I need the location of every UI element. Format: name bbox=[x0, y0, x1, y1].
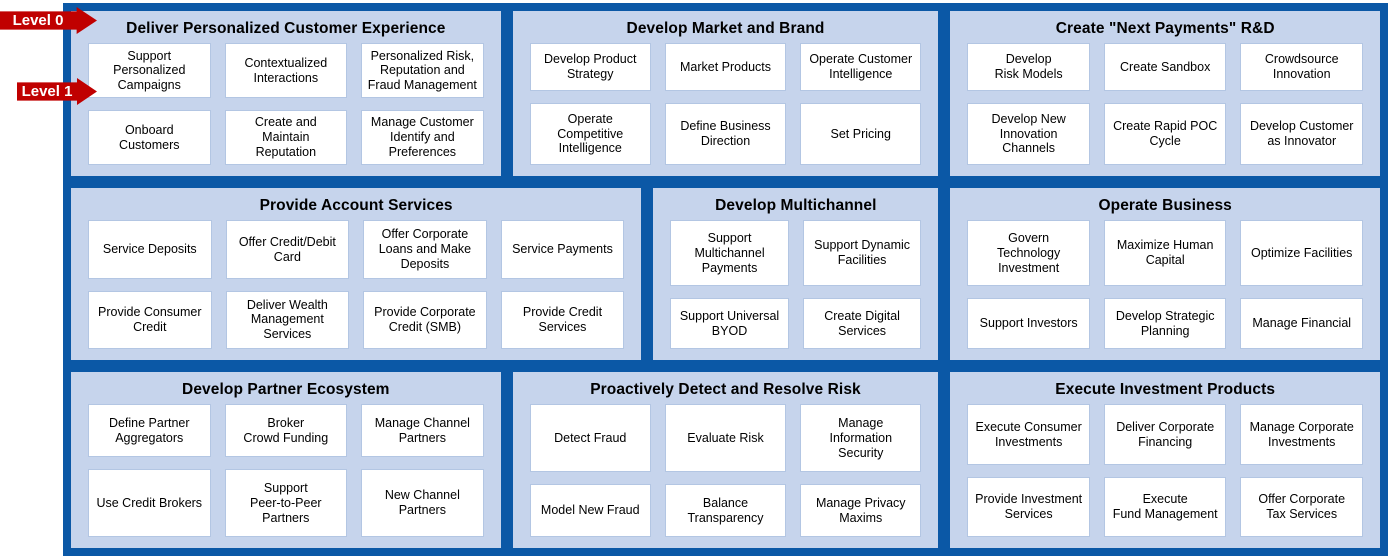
capability-card: Provide Consumer Credit bbox=[88, 290, 212, 349]
capability-card: Set Pricing bbox=[800, 102, 922, 165]
capability-card: Manage Information Security bbox=[800, 404, 922, 473]
map-row-1: Deliver Personalized Customer Experience… bbox=[65, 5, 1386, 182]
panel-cards: Develop Risk Models Create Sandbox Crowdso… bbox=[950, 43, 1380, 176]
capability-card: Manage Channel Partners bbox=[361, 404, 484, 458]
panel-title: Deliver Personalized Customer Experience bbox=[126, 20, 446, 37]
capability-card: Support Dynamic Facilities bbox=[802, 220, 922, 287]
panel-create-next-payments-rd: Create "Next Payments" R&D Develop Risk … bbox=[944, 5, 1386, 182]
panel-develop-partner-ecosystem: Develop Partner Ecosystem Define Partner… bbox=[65, 366, 507, 554]
capability-card: Evaluate Risk bbox=[664, 404, 787, 473]
capability-card: New Channel Partners bbox=[361, 469, 484, 537]
capability-card: Service Payments bbox=[500, 220, 625, 279]
capability-card: Create Rapid POC Cycle bbox=[1103, 102, 1227, 165]
capability-card: Service Deposits bbox=[88, 220, 212, 279]
panel-title: Develop Market and Brand bbox=[626, 20, 825, 37]
panel-title: Develop Partner Ecosystem bbox=[182, 381, 390, 398]
capability-card: Develop Strategic Planning bbox=[1103, 298, 1227, 349]
capability-card: Offer Corporate Tax Services bbox=[1240, 476, 1363, 537]
map-row-2: Provide Account Services Service Deposit… bbox=[65, 182, 1386, 366]
capability-card: Execute Fund Management bbox=[1103, 476, 1227, 537]
capability-card: Deliver Wealth Management Services bbox=[225, 290, 350, 349]
capability-card: Support Personalized Campaigns bbox=[88, 43, 211, 99]
capability-card: Offer Credit/Debit Card bbox=[225, 220, 350, 279]
capability-card: Operate Competitive Intelligence bbox=[529, 102, 651, 165]
capability-card: Support Universal BYOD bbox=[670, 298, 789, 349]
capability-card: Deliver Corporate Financing bbox=[1103, 404, 1227, 465]
capability-card: Optimize Facilities bbox=[1240, 220, 1363, 287]
capability-card: Develop Customer as Innovator bbox=[1240, 102, 1363, 165]
capability-card: Manage Privacy Maxims bbox=[800, 484, 922, 537]
capability-card: Detect Fraud bbox=[529, 404, 651, 473]
panel-operate-business: Operate Business Govern Technology Inves… bbox=[944, 182, 1386, 366]
panel-execute-investment-products: Execute Investment Products Execute Cons… bbox=[944, 366, 1386, 554]
capability-card: Market Products bbox=[664, 43, 787, 91]
capability-card: Operate Customer Intelligence bbox=[800, 43, 922, 91]
capability-card: Develop New Innovation Channels bbox=[967, 102, 1090, 165]
capability-card: Support Peer-to-Peer Partners bbox=[224, 469, 348, 537]
panel-title: Provide Account Services bbox=[259, 197, 453, 214]
capability-card: Create Sandbox bbox=[1103, 43, 1227, 91]
capability-card: Use Credit Brokers bbox=[88, 469, 211, 537]
capability-card: Maximize Human Capital bbox=[1103, 220, 1227, 287]
capability-card: Execute Consumer Investments bbox=[967, 404, 1090, 465]
panel-provide-account-services: Provide Account Services Service Deposit… bbox=[65, 182, 648, 366]
level-0-label: Level 0 bbox=[12, 12, 64, 29]
capability-card: Provide Corporate Credit (SMB) bbox=[363, 290, 487, 349]
capability-card: Develop Risk Models bbox=[967, 43, 1090, 91]
capability-card: Support Multichannel Payments bbox=[670, 220, 789, 287]
panel-deliver-personalized-customer-experience: Deliver Personalized Customer Experience… bbox=[65, 5, 507, 182]
capability-card: Manage Customer Identify and Preferences bbox=[361, 110, 484, 165]
level-1-arrow: Level 1 bbox=[17, 78, 97, 105]
panel-title: Develop Multichannel bbox=[715, 197, 877, 214]
capability-card: Broker Crowd Funding bbox=[224, 404, 348, 458]
capability-card: Provide Investment Services bbox=[967, 476, 1090, 537]
capability-card: Manage Corporate Investments bbox=[1240, 404, 1363, 465]
capability-card: Contextualized Interactions bbox=[224, 43, 348, 99]
capability-card: Define Business Direction bbox=[664, 102, 787, 165]
panel-title: Operate Business bbox=[1098, 197, 1232, 214]
capability-card: Create Digital Services bbox=[802, 298, 922, 349]
panel-title: Execute Investment Products bbox=[1055, 381, 1276, 398]
capability-card: Support Investors bbox=[967, 298, 1090, 349]
capability-card: Define Partner Aggregators bbox=[88, 404, 211, 458]
panel-title: Proactively Detect and Resolve Risk bbox=[590, 381, 861, 398]
capability-card: Model New Fraud bbox=[529, 484, 651, 537]
capability-card: Onboard Customers bbox=[88, 110, 211, 165]
capability-card: Create and Maintain Reputation bbox=[224, 110, 348, 165]
capability-card: Crowdsource Innovation bbox=[1240, 43, 1363, 91]
capability-card: Offer Corporate Loans and Make Deposits bbox=[363, 220, 487, 279]
panel-title: Create "Next Payments" R&D bbox=[1055, 20, 1275, 37]
level-0-arrow: Level 0 bbox=[0, 7, 97, 34]
capability-card: Manage Financial bbox=[1240, 298, 1363, 349]
capability-card: Personalized Risk, Reputation and Fraud … bbox=[361, 43, 484, 99]
map-row-3: Develop Partner Ecosystem Define Partner… bbox=[65, 366, 1386, 554]
level-1-label: Level 1 bbox=[21, 83, 73, 100]
capability-card: Govern Technology Investment bbox=[967, 220, 1090, 287]
capability-grid: Deliver Personalized Customer Experience… bbox=[63, 3, 1388, 556]
capability-card: Develop Product Strategy bbox=[529, 43, 651, 91]
capability-card: Provide Credit Services bbox=[500, 290, 625, 349]
capability-card: Balance Transparency bbox=[664, 484, 787, 537]
panel-proactively-detect-and-resolve-risk: Proactively Detect and Resolve Risk Dete… bbox=[506, 366, 945, 554]
panel-develop-multichannel: Develop Multichannel Support Multichanne… bbox=[647, 182, 945, 366]
panel-develop-market-and-brand: Develop Market and Brand Develop Product… bbox=[506, 5, 945, 182]
